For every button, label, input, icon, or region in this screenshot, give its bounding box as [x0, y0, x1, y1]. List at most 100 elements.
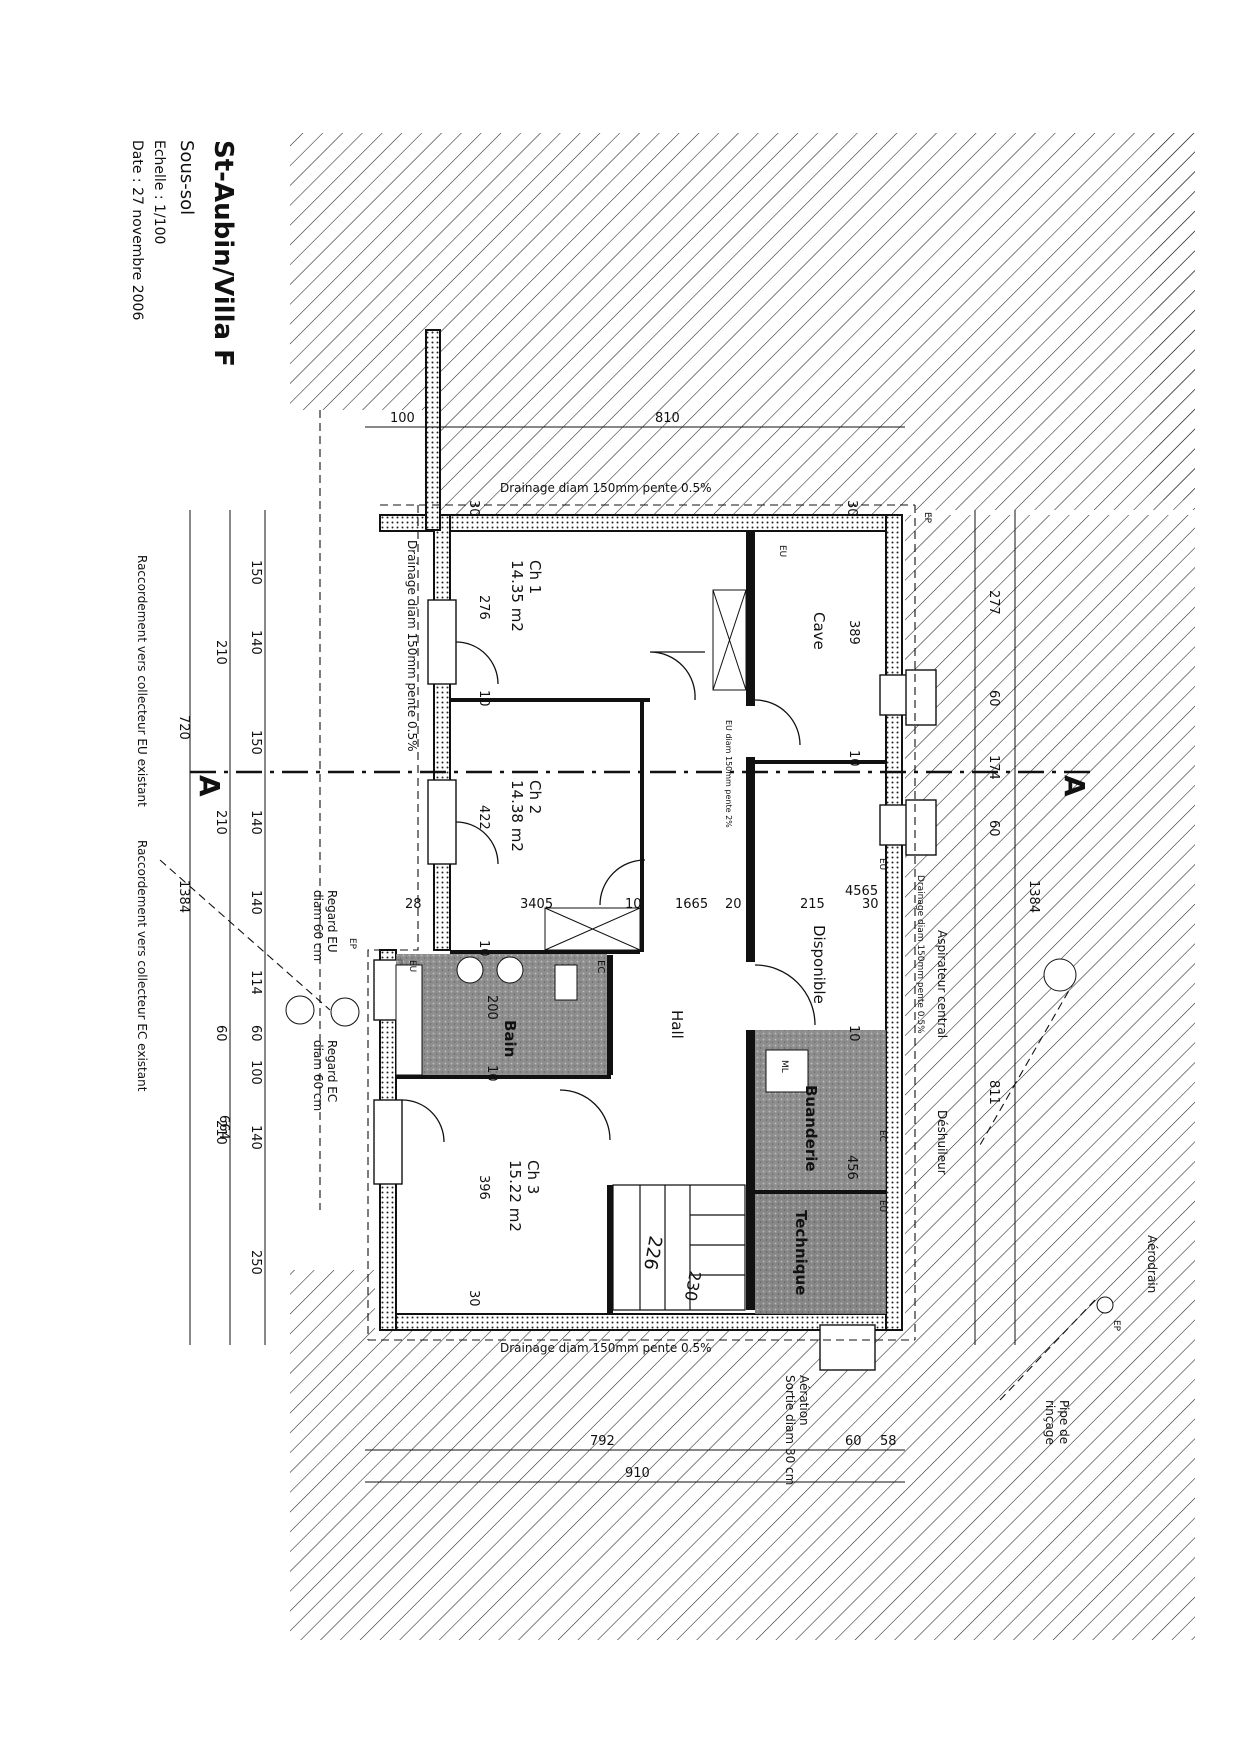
wall-ch1-ch2	[450, 698, 650, 702]
technique-fill	[755, 1194, 886, 1314]
cupboard-ch1-cross	[712, 589, 747, 691]
dim-277: 277	[986, 590, 1001, 615]
door-ch3-hall	[559, 1089, 611, 1141]
dim-140-b: 140	[248, 810, 263, 835]
label-cave: Cave	[810, 612, 828, 650]
soil-hatching	[290, 133, 1195, 1640]
dim-140-a: 140	[248, 630, 263, 655]
soil-right-upper	[1150, 133, 1195, 500]
level-name: Sous-sol	[176, 140, 197, 215]
dim-210-c: 210	[213, 1120, 228, 1145]
dim-20: 20	[725, 897, 742, 912]
dim-811: 811	[986, 1080, 1001, 1105]
window-ch3	[373, 1099, 403, 1185]
note-drain-left: Drainage diam 150mm pente 0.5%	[405, 540, 419, 752]
note-ep-left: EP	[347, 938, 357, 950]
label-ch2: Ch 2	[526, 780, 544, 814]
stair-outline	[612, 1184, 746, 1311]
label-disponible: Disponible	[810, 925, 828, 1004]
dim-210-b: 210	[213, 810, 228, 835]
label-ch1-area: 14.35 m2	[508, 560, 526, 632]
lightwell-2	[905, 799, 937, 856]
dimension-values: 100 810 792 910 58 60 150 140 150 140 14…	[176, 411, 1041, 1481]
dim-140-d: 140	[248, 1125, 263, 1150]
door-ch1-window	[455, 641, 499, 685]
aspirateur-circle	[1043, 958, 1077, 992]
window-ch1	[427, 599, 457, 685]
dim-60-right-b: 60	[986, 820, 1001, 837]
sink-2	[496, 956, 524, 984]
dim-1665: 1665	[675, 897, 708, 912]
note-ep-top: EP	[922, 512, 932, 524]
dim-114: 114	[248, 970, 263, 995]
dim-276: 276	[476, 595, 491, 620]
note-eu-1: EU	[777, 545, 787, 557]
door-disponible	[754, 964, 816, 1026]
dim-60-right-a: 60	[986, 690, 1001, 707]
wc	[554, 964, 578, 1001]
wall-buanderie-hall	[746, 1030, 755, 1310]
cupboard-ch1	[712, 589, 747, 691]
note-ec-1: EC	[595, 960, 606, 973]
cupboard-ch2	[544, 907, 641, 951]
label-buanderie: Buanderie	[802, 1085, 820, 1172]
wall-ch2-bain	[450, 950, 640, 954]
windows	[373, 599, 937, 1371]
note-regard-eu: Regard EU	[325, 890, 339, 953]
window-cave-2	[879, 804, 909, 846]
dimension-lines	[189, 426, 1016, 1483]
dim-200: 200	[484, 995, 499, 1020]
section-mark-left: A	[193, 775, 226, 797]
note-ec-2: EC	[877, 1130, 887, 1142]
room-labels: Ch 1 14.35 m2 Ch 2 14.38 m2 Ch 3 15.22 m…	[501, 560, 828, 1295]
dim-389: 389	[846, 620, 861, 645]
dim-210-a: 210	[213, 640, 228, 665]
note-drain-right: Drainage diam 150mm pente 0.5%	[915, 875, 925, 1034]
note-eu-4: EU	[877, 1200, 887, 1212]
wall-cave-hall	[746, 531, 755, 706]
drainage-lines	[159, 410, 1096, 1401]
dim-10-hall: 10	[625, 897, 642, 912]
dim-150-b: 150	[248, 730, 263, 755]
dim-250: 250	[248, 1250, 263, 1275]
label-ch2-area: 14.38 m2	[508, 780, 526, 852]
note-deshuileur: Déshuileur	[935, 1110, 949, 1175]
drain-raccord	[159, 859, 1096, 1401]
dim-396: 396	[476, 1175, 491, 1200]
note-raccord-ec: Raccordement vers collecteur EC existant	[135, 840, 149, 1092]
dim-720: 720	[176, 715, 191, 740]
dim-4565: 4565	[845, 884, 878, 899]
dim-10-ch1: 10	[476, 690, 491, 707]
soil-right-band	[905, 515, 1195, 1640]
note-regard-eu-diam: diam 60 cm	[311, 890, 325, 961]
door-ch2-hall	[599, 859, 646, 906]
bathtub	[395, 964, 423, 1076]
wall-top	[379, 514, 903, 532]
note-raccord-eu: Raccordement vers collecteur EU existant	[135, 555, 149, 807]
label-ml: ML	[779, 1060, 789, 1073]
dim-150-a: 150	[248, 560, 263, 585]
pipe-circle	[1096, 1296, 1114, 1314]
dim-456: 456	[844, 1155, 859, 1180]
interior-walls	[396, 531, 886, 1315]
note-pipe2: rinçage	[1043, 1400, 1057, 1445]
label-ch3: Ch 3	[524, 1160, 542, 1194]
dim-10-bain: 10	[484, 1065, 499, 1082]
dim-30-top-b: 30	[844, 500, 859, 517]
dim-100-left: 100	[248, 1060, 263, 1085]
dim-140-c: 140	[248, 890, 263, 915]
window-ch2	[427, 779, 457, 865]
dim-10-disp: 10	[846, 1025, 861, 1042]
note-aerodrain: Aérodrain	[1145, 1235, 1159, 1293]
note-eu-2: EU	[877, 858, 887, 870]
regard-ec-circle	[330, 997, 360, 1027]
wall-ch3-hall	[607, 1185, 613, 1315]
project-title: St-Aubin/Villa F	[208, 140, 238, 367]
note-eu-3: EU	[407, 960, 417, 972]
dim-422: 422	[476, 805, 491, 830]
stair-treads	[639, 1185, 745, 1310]
dim-58: 58	[880, 1434, 897, 1449]
scale-text: Echelle : 1/100	[151, 140, 167, 244]
wall-buanderie-technique	[755, 1190, 886, 1194]
